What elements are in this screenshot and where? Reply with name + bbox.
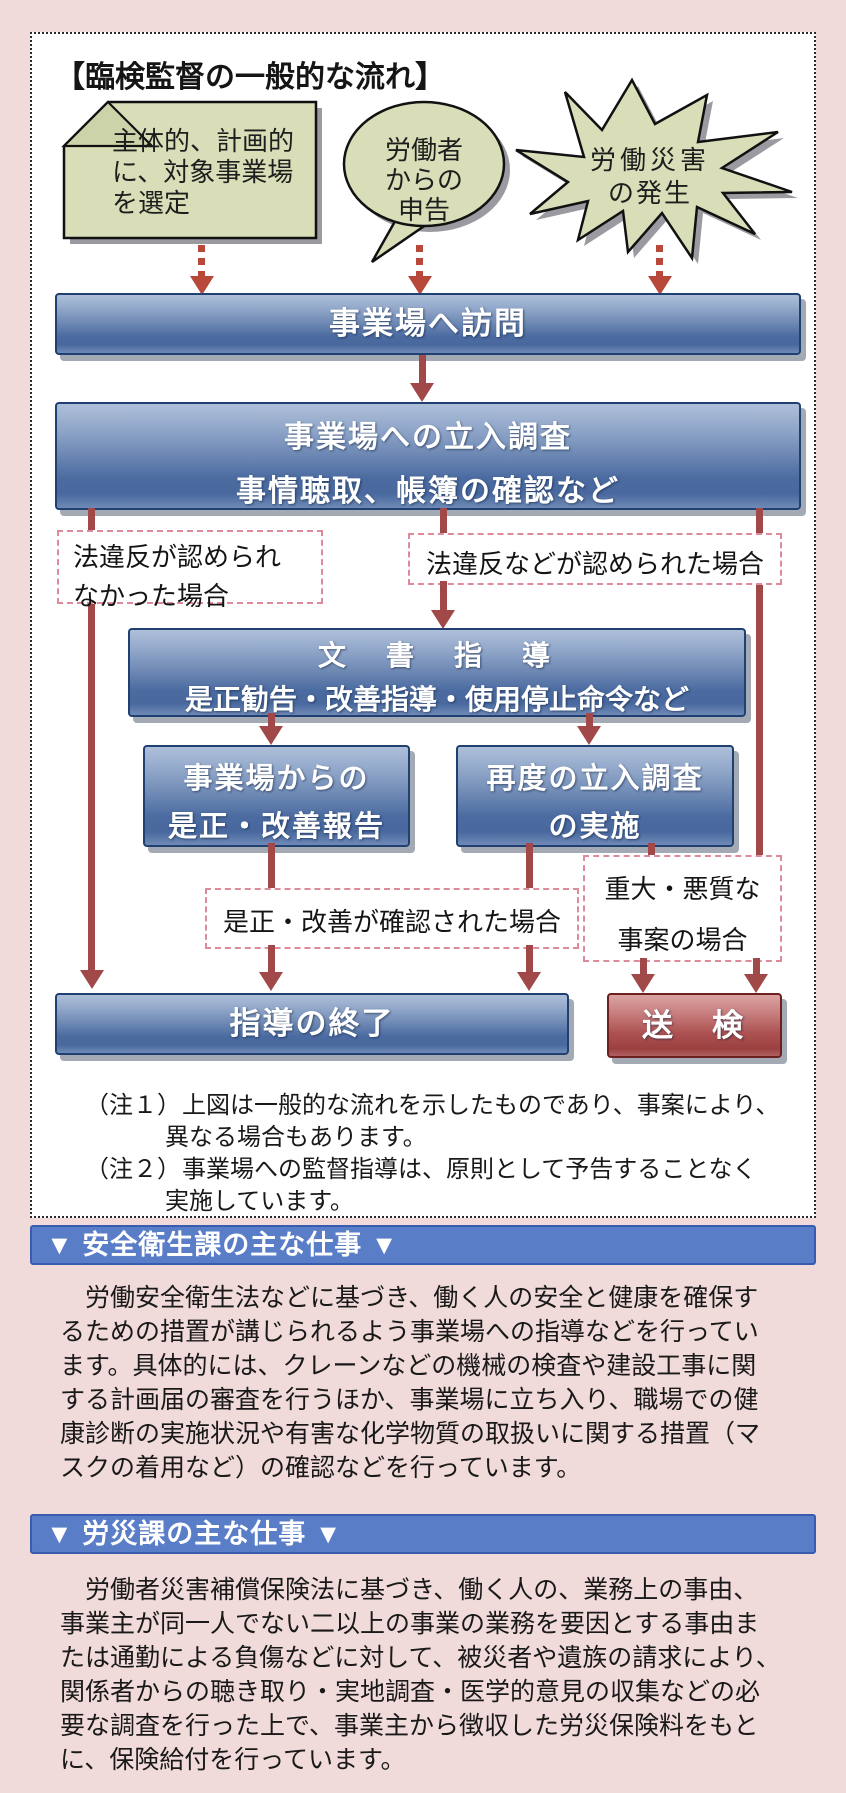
inspection-bar-line1: 事業場への立入調査 <box>284 421 572 454</box>
note1-label: （注１） <box>85 1092 181 1119</box>
no-violation-branch-head <box>80 970 104 989</box>
note-shape-line1: 主体的、計画的 <box>112 126 295 156</box>
safety-para-line: 労働安全衛生法などに基づき、働く人の安全と健康を確保す <box>60 1284 759 1312</box>
dashed-arrow-head <box>408 276 432 295</box>
arrow-head <box>517 972 541 991</box>
arrow-line <box>586 713 593 729</box>
arrow-line <box>419 355 426 385</box>
note-shape-icon <box>61 100 318 240</box>
bubble-line3: 申告 <box>397 195 450 225</box>
guidance-end-label: 指導の終了 <box>229 1006 395 1041</box>
flow-shapes-graphic <box>61 77 798 264</box>
safety-para-line: する計画届の審査を行うほか、事業場に立ち入り、職場での健 <box>60 1386 759 1414</box>
arrow-head <box>410 383 434 402</box>
report-box-line1: 事業場からの <box>183 763 370 795</box>
connector-line <box>88 508 95 534</box>
arrow-head <box>431 610 455 629</box>
rosai-para-line: たは通勤による負傷などに対して、被災者や遺族の請求により、 <box>60 1644 781 1672</box>
rosai-para-line: に、保険給付を行っています。 <box>60 1746 406 1774</box>
visit-bar-label: 事業場へ訪問 <box>329 306 527 341</box>
confirmed-box: 是正・改善が確認された場合 <box>205 888 579 949</box>
arrow-head <box>577 726 601 745</box>
dashed-arrow-head <box>190 276 214 295</box>
burst-line1: 労働災害 <box>589 145 710 175</box>
dashed-arrow-head <box>648 276 672 295</box>
arrow-head <box>259 972 283 991</box>
connector-line <box>440 508 447 537</box>
note2-label: （注２） <box>85 1156 181 1183</box>
arrow-line <box>753 958 760 976</box>
arrow-line <box>440 581 447 612</box>
note1-line1: 上図は一般的な流れを示したものであり、事案により、 <box>182 1092 780 1119</box>
safety-para-line: ます。具体的には、クレーンなどの機械の検査や建設工事に関 <box>60 1352 757 1380</box>
guidance-end-bar: 指導の終了 <box>55 993 569 1055</box>
arrow-line <box>526 945 533 974</box>
connector-line <box>526 843 533 891</box>
reinspection-box: 再度の立入調査 の実施 <box>456 745 734 847</box>
report-box-line2: 是正・改善報告 <box>167 811 385 843</box>
report-box: 事業場からの 是正・改善報告 <box>143 745 410 847</box>
arrow-head <box>259 726 283 745</box>
safety-section-header: ▼ 安全衛生課の主な仕事 ▼ <box>30 1225 816 1265</box>
rosai-section-header: ▼ 労災課の主な仕事 ▼ <box>30 1514 816 1554</box>
connector-line <box>268 843 275 891</box>
no-violation-branch-line <box>88 600 95 972</box>
no-violation-line2: なかった場合 <box>73 581 230 611</box>
violation-box-label: 法違反などが認められた場合 <box>425 549 764 579</box>
arrow-line <box>640 958 647 976</box>
safety-para-line: 康診断の実施状況や有害な化学物質の取扱いに関する措置（マ <box>60 1420 761 1448</box>
document-bar-line2: 是正勧告・改善指導・使用停止命令など <box>184 684 689 715</box>
note1-line2: 異なる場合もあります。 <box>165 1124 427 1151</box>
arrow-head <box>744 974 768 993</box>
bubble-line2: からの <box>384 165 463 195</box>
confirmed-box-label: 是正・改善が確認された場合 <box>222 907 561 937</box>
speech-bubble-icon <box>342 100 506 264</box>
starburst-icon <box>515 77 793 262</box>
note-shape-line3: を選定 <box>112 188 191 218</box>
arrow-line <box>268 945 275 974</box>
prosecution-box: 送 検 <box>607 993 782 1058</box>
safety-para-line: スクの着用など）の確認などを行っています。 <box>60 1454 582 1482</box>
reinspection-box-line2: の実施 <box>548 811 642 843</box>
arrow-line <box>268 713 275 729</box>
no-violation-line1: 法違反が認められ <box>73 542 282 572</box>
dashed-arrow-line <box>656 245 663 277</box>
serious-branch-line <box>756 581 763 858</box>
bubble-line1: 労働者 <box>384 135 463 165</box>
serious-case-box: 重大・悪質な 事案の場合 <box>583 855 782 962</box>
rosai-para-line: 関係者からの聴き取り・実地調査・医学的意見の収集などの必 <box>60 1678 761 1706</box>
rosai-para-line: 要な調査を行った上で、事業主から徴収した労災保険料をもと <box>60 1712 759 1740</box>
arrow-head <box>631 974 655 993</box>
no-violation-box: 法違反が認められ なかった場合 <box>57 530 323 611</box>
reinspection-box-line1: 再度の立入調査 <box>486 763 704 795</box>
dashed-arrow-line <box>198 245 205 277</box>
violation-box: 法違反などが認められた場合 <box>408 533 782 585</box>
serious-case-line1: 重大・悪質な <box>604 874 761 904</box>
visit-bar: 事業場へ訪問 <box>55 293 801 355</box>
connector-line <box>756 508 763 537</box>
document-bar-line1: 文 書 指 導 <box>317 640 556 671</box>
connector-line <box>648 843 655 858</box>
document-guidance-bar: 文 書 指 導 是正勧告・改善指導・使用停止命令など <box>128 628 746 717</box>
flowchart-title: 【臨検監督の一般的な流れ】 <box>55 61 445 94</box>
inspection-bar: 事業場への立入調査 事情聴取、帳簿の確認など <box>55 402 801 510</box>
rosai-para-line: 労働者災害補償保険法に基づき、働く人の、業務上の事由、 <box>60 1576 759 1604</box>
safety-para-line: るための措置が講じられるよう事業場への指導などを行ってい <box>60 1318 759 1346</box>
dashed-arrow-line <box>416 245 423 277</box>
serious-case-line2: 事案の場合 <box>617 925 748 955</box>
note2-line1: 事業場への監督指導は、原則として予告することなく <box>182 1156 757 1183</box>
inspection-bar-line2: 事情聴取、帳簿の確認など <box>236 475 620 508</box>
rosai-para-line: 事業主が同一人でない二以上の事業の業務を要因とする事由ま <box>60 1610 760 1638</box>
note-shape-line2: に、対象事業場 <box>112 157 294 187</box>
prosecution-label: 送 検 <box>642 1008 747 1043</box>
note2-line2: 実施しています。 <box>165 1188 354 1215</box>
burst-line2: の発生 <box>607 178 692 208</box>
